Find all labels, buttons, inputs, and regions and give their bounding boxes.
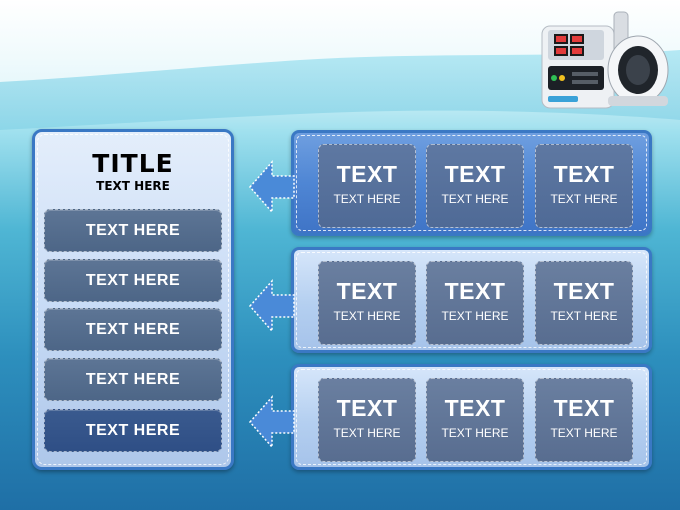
- row-2-cell-3[interactable]: TEXT TEXT HERE: [535, 261, 633, 345]
- cell-text: TEXT HERE: [550, 192, 618, 206]
- cell-text: TEXT HERE: [333, 192, 401, 206]
- title-block: TITLE TEXT HERE: [35, 150, 231, 194]
- cell-text: TEXT HERE: [550, 426, 618, 440]
- row-panel-2: TEXT TEXT HERE TEXT TEXT HERE TEXT TEXT …: [291, 247, 652, 353]
- row-1-cell-3[interactable]: TEXT TEXT HERE: [535, 144, 633, 228]
- cell-heading: TEXT: [444, 161, 506, 187]
- blood-pressure-monitor-icon: [541, 11, 669, 109]
- title-panel: TITLE TEXT HERE TEXT HERE TEXT HERE TEXT…: [32, 129, 234, 470]
- row-3-cell-3[interactable]: TEXT TEXT HERE: [535, 378, 633, 462]
- row-2-cell-2[interactable]: TEXT TEXT HERE: [426, 261, 524, 345]
- title-heading: TITLE: [92, 149, 174, 178]
- row-panel-1: TEXT TEXT HERE TEXT TEXT HERE TEXT TEXT …: [291, 130, 652, 236]
- left-item-3[interactable]: TEXT HERE: [44, 308, 222, 351]
- cell-heading: TEXT: [553, 278, 615, 304]
- cell-heading: TEXT: [336, 161, 398, 187]
- title-subheading: TEXT HERE: [96, 179, 170, 193]
- cell-heading: TEXT: [553, 395, 615, 421]
- arrow-left-icon: [249, 160, 295, 214]
- row-panel-3: TEXT TEXT HERE TEXT TEXT HERE TEXT TEXT …: [291, 364, 652, 470]
- row-1-cell-2[interactable]: TEXT TEXT HERE: [426, 144, 524, 228]
- cell-heading: TEXT: [553, 161, 615, 187]
- left-item-2[interactable]: TEXT HERE: [44, 259, 222, 302]
- cell-text: TEXT HERE: [333, 426, 401, 440]
- row-3-cell-1[interactable]: TEXT TEXT HERE: [318, 378, 416, 462]
- row-2-cell-1[interactable]: TEXT TEXT HERE: [318, 261, 416, 345]
- arrow-left-icon: [249, 279, 295, 333]
- left-item-5[interactable]: TEXT HERE: [44, 409, 222, 452]
- cell-text: TEXT HERE: [550, 309, 618, 323]
- cell-heading: TEXT: [336, 395, 398, 421]
- cell-heading: TEXT: [444, 278, 506, 304]
- cell-text: TEXT HERE: [441, 309, 509, 323]
- arrow-left-icon: [249, 395, 295, 449]
- row-1-cell-1[interactable]: TEXT TEXT HERE: [318, 144, 416, 228]
- cell-text: TEXT HERE: [441, 192, 509, 206]
- cell-text: TEXT HERE: [333, 309, 401, 323]
- cell-text: TEXT HERE: [441, 426, 509, 440]
- row-3-cell-2[interactable]: TEXT TEXT HERE: [426, 378, 524, 462]
- left-item-4[interactable]: TEXT HERE: [44, 358, 222, 401]
- left-item-1[interactable]: TEXT HERE: [44, 209, 222, 252]
- cell-heading: TEXT: [336, 278, 398, 304]
- cell-heading: TEXT: [444, 395, 506, 421]
